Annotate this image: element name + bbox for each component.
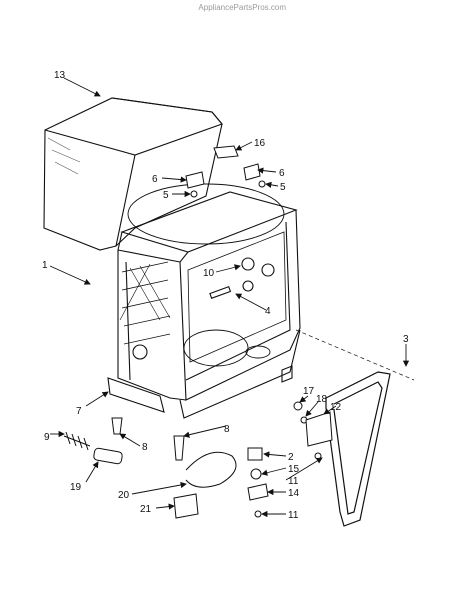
callout-6: 6	[152, 174, 158, 185]
callout-17: 17	[303, 386, 315, 397]
callout-11: 11	[288, 476, 299, 487]
callout-5: 5	[163, 190, 169, 201]
callout-2: 2	[288, 452, 294, 463]
callout-20: 20	[118, 490, 130, 501]
callout-21: 21	[140, 504, 152, 515]
callout-8: 8	[142, 442, 148, 453]
insulation-blanket	[43, 97, 223, 251]
small-parts	[63, 145, 333, 519]
callout-13: 13	[54, 70, 66, 81]
callout-12: 12	[330, 402, 342, 413]
callout-19: 19	[70, 482, 82, 493]
callout-7: 7	[76, 406, 82, 417]
callout-3: 3	[403, 334, 409, 345]
callout-14: 14	[288, 488, 300, 499]
door-gasket	[325, 371, 391, 527]
tub-assembly	[107, 183, 301, 419]
callout-1: 1	[42, 260, 48, 271]
callout-4: 4	[265, 306, 271, 317]
callout-8: 8	[224, 424, 230, 435]
callout-18: 18	[316, 394, 328, 405]
callout-9: 9	[44, 432, 50, 443]
watermark: AppliancePartsPros.com	[198, 3, 286, 12]
callout-11: 11	[288, 510, 299, 521]
callout-10: 10	[203, 268, 215, 279]
callout-6: 6	[279, 168, 285, 179]
callout-16: 16	[254, 138, 266, 149]
callout-5: 5	[280, 182, 286, 193]
callout-labels: 13 16 6 6 5 5 1 10 4 3 7 17 18 12 8 8 9 …	[42, 70, 409, 521]
leader-lines	[49, 77, 415, 518]
callout-15: 15	[288, 464, 300, 475]
